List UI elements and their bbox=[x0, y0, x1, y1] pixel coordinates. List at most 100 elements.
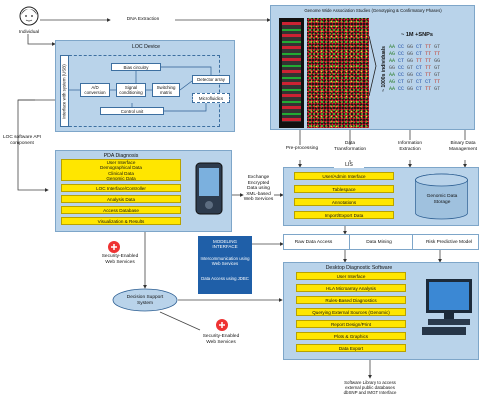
genotype-cell: CT bbox=[425, 79, 435, 85]
security-label-1: Security-Enabled Web Services bbox=[101, 254, 139, 265]
loc-software-label: LOC software API component bbox=[2, 135, 42, 146]
genotype-cell: CT bbox=[416, 51, 426, 57]
pda-title: PDA Diagnosis bbox=[103, 153, 139, 159]
loc-device-title: LOC Device bbox=[132, 44, 160, 50]
risk-predictive-model: Risk Predictive Model bbox=[425, 240, 473, 245]
loc-internal-wires bbox=[69, 66, 212, 112]
modeling-interface-panel: MODELING INTERFACE Intercommunication us… bbox=[198, 236, 252, 294]
desktop-item-export: Data Export bbox=[296, 344, 406, 352]
security-label-2: Security-Enabled Web Services bbox=[202, 334, 240, 345]
security-icon bbox=[107, 240, 121, 254]
genotype-cell: GT bbox=[407, 79, 417, 85]
genotype-cell: AG bbox=[389, 79, 399, 85]
genotype-cell: GG bbox=[434, 58, 441, 64]
gwas-panel: Genome Wide Association Studies (Genotyp… bbox=[270, 5, 475, 130]
signal-conditioning-box: Signal conditioning bbox=[116, 83, 146, 97]
genotype-cell: TT bbox=[425, 86, 435, 92]
genotype-cell: TT bbox=[434, 79, 441, 85]
genotype-row: AA CC GG CC TT GT bbox=[389, 72, 471, 78]
genotype-cell: AA bbox=[389, 86, 399, 92]
ad-conversion-box: A/D conversion bbox=[80, 83, 110, 97]
genotype-row: AG CT GT CT CT TT bbox=[389, 79, 471, 85]
genotype-cell: GG bbox=[407, 58, 417, 64]
raw-data-access: Raw Data Access bbox=[294, 240, 333, 245]
step-preprocessing: Pre-processing bbox=[285, 146, 319, 151]
genotype-cell: CC bbox=[398, 86, 408, 92]
lis-item-annotations: Annotations bbox=[294, 198, 394, 206]
bias-circuitry-box: Bias circuitry bbox=[111, 63, 161, 71]
genotype-cell: CC bbox=[416, 72, 426, 78]
genotype-cell: CT bbox=[416, 86, 426, 92]
genotype-cell: TT bbox=[425, 72, 435, 78]
genotype-cell: TT bbox=[425, 58, 435, 64]
step-data-transformation: Data Transformation bbox=[333, 141, 367, 152]
divider bbox=[412, 235, 413, 249]
pda-panel: PDA Diagnosis User Interface Demographic… bbox=[55, 150, 232, 232]
genotype-cell: TT bbox=[425, 65, 435, 71]
genotype-cell: GT bbox=[434, 44, 441, 50]
pda-device-icon bbox=[194, 161, 224, 216]
genotype-cell: CC bbox=[398, 72, 408, 78]
pda-item-analysis: Analysis Data bbox=[61, 195, 181, 203]
individual-icon bbox=[18, 5, 40, 29]
pda-item-visualization: Visualization & Results bbox=[61, 217, 181, 225]
genotype-cell: GG bbox=[407, 51, 417, 57]
snps-label: ~ 1M +SNPs bbox=[401, 32, 434, 38]
desktop-title: Desktop Diagnostic Software bbox=[325, 265, 393, 271]
pda-item-loc-controller: LOC Interface/Controller bbox=[61, 184, 181, 192]
desktop-software-panel: Desktop Diagnostic Software User Interfa… bbox=[283, 262, 479, 360]
genotype-cell: GT bbox=[434, 86, 441, 92]
lis-item-tablespace: Tablespace bbox=[294, 185, 394, 193]
lis-item-user-admin: User/Admin Interface bbox=[294, 172, 394, 180]
genotype-cell: CC bbox=[398, 44, 408, 50]
genotype-cell: CC bbox=[398, 51, 408, 57]
genotype-cell: GG bbox=[407, 86, 417, 92]
control-unit-box: Control unit bbox=[100, 107, 164, 115]
desktop-item-ui: User Interface bbox=[296, 272, 406, 280]
desktop-item-plots: Plots & Graphics bbox=[296, 332, 406, 340]
genotype-row: AA CC GG CT TT GT bbox=[389, 44, 471, 50]
divider bbox=[349, 235, 350, 249]
microarray-chip-image bbox=[307, 18, 369, 128]
genotype-cell: AA bbox=[389, 72, 399, 78]
genotype-row: AG CC GG CT TT TT bbox=[389, 51, 471, 57]
genotype-row: AA CC GG CT TT GT bbox=[389, 86, 471, 92]
genotype-cell: TT bbox=[416, 58, 426, 64]
modeling-line1: Intercommunication using Web Services bbox=[200, 256, 250, 266]
genotype-cell: TT bbox=[425, 44, 435, 50]
software-library-label: Software Library to access external publ… bbox=[343, 380, 397, 396]
genotype-cell: GG bbox=[407, 44, 417, 50]
desktop-item-report: Report Design/Print bbox=[296, 320, 406, 328]
lis-title: LIS bbox=[334, 162, 364, 168]
genotype-cell: CT bbox=[398, 58, 408, 64]
genotype-cell: TT bbox=[425, 51, 435, 57]
microarray-strip bbox=[279, 18, 304, 128]
desktop-item-querying: Querying External Sources (Genomic) bbox=[296, 308, 406, 316]
genotype-cell: GT bbox=[434, 72, 441, 78]
genotype-cell: CC bbox=[398, 65, 408, 71]
individuals-label: ~ 1000s individuals bbox=[381, 46, 387, 92]
genotype-cell: CT bbox=[416, 65, 426, 71]
detector-array-box: Detector array bbox=[192, 75, 230, 84]
exchange-label: Exchange Encrypted Data using XML-based … bbox=[243, 175, 274, 203]
step-binary-data: Binary Data Management bbox=[449, 141, 477, 152]
switching-matrix-box: Switching matrix bbox=[152, 83, 180, 97]
microfluidics-box: Microfluidics bbox=[192, 93, 230, 103]
genotype-cell: GG bbox=[407, 72, 417, 78]
genotype-table: AA CC GG CT TT GT AG CC GG CT TT TT AA C… bbox=[389, 44, 471, 92]
lis-item-import-export: Import/Export Data bbox=[294, 211, 394, 219]
desktop-item-hla: HLA Microarray Analysis bbox=[296, 284, 406, 292]
genotype-row: GG CC GT CT TT GT bbox=[389, 65, 471, 71]
usb-interface-box: Interface with system (USB) bbox=[60, 55, 69, 127]
genotype-row: AA CT GG TT TT GG bbox=[389, 58, 471, 64]
modeling-line2: Data Access using JDBC bbox=[201, 276, 249, 281]
genotype-cell: TT bbox=[434, 51, 441, 57]
genotype-cell: GT bbox=[407, 65, 417, 71]
database-cylinder-icon bbox=[414, 173, 469, 221]
dna-extraction-label: DNA Extraction bbox=[126, 17, 160, 22]
zoom-chevron-icon bbox=[368, 35, 377, 97]
dss-label: Decision Support System bbox=[126, 295, 164, 306]
genotype-cell: AA bbox=[389, 44, 399, 50]
genotype-cell: AA bbox=[389, 58, 399, 64]
